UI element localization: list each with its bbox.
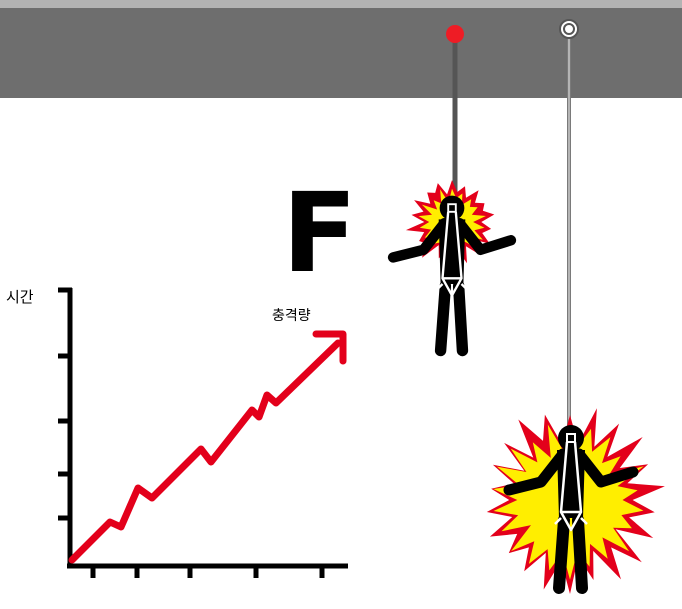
impulse-trend-line: [72, 343, 338, 560]
fixed-anchor-icon: [446, 25, 464, 43]
sliding-anchor-icon: [560, 20, 578, 38]
ceiling-top-edge: [0, 0, 682, 8]
force-symbol: F: [282, 178, 357, 288]
ceiling-band: [0, 0, 682, 98]
y-axis-label: 시간: [6, 286, 34, 307]
climber-figure-icon: [393, 196, 511, 351]
impulse-label: 충격량: [272, 305, 311, 325]
